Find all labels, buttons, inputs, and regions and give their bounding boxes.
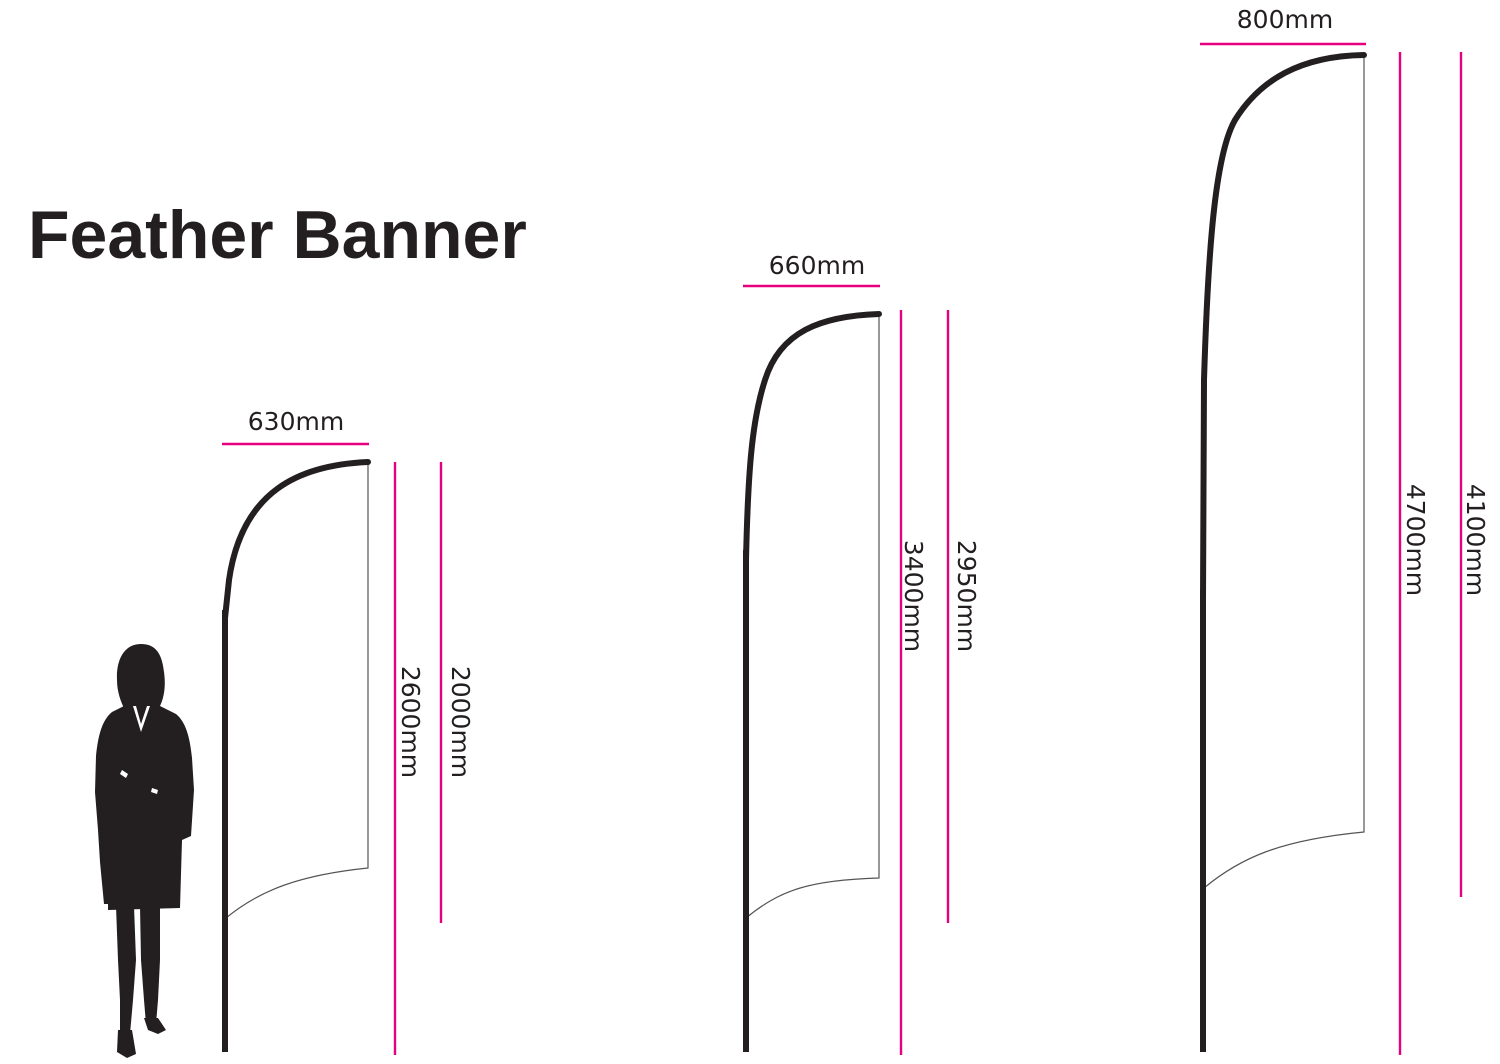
banner-medium-width-label: 660mm [769,251,865,280]
banner-large-flag-height-label: 4100mm [1461,484,1490,596]
banner-large-width-label: 800mm [1237,5,1333,34]
banner-large-flag [1203,55,1365,889]
banner-small-flag-edge [222,459,371,621]
banner-small: 630mm 2600mm 2000mm [222,407,475,1055]
banner-medium-flag-edge [743,311,882,563]
banner-small-total-height-label: 2600mm [396,666,425,778]
page-title: Feather Banner [28,197,527,273]
banner-large-total-height-label: 4700mm [1401,484,1430,596]
banner-small-flag-height-label: 2000mm [446,666,475,778]
banner-small-flag [225,462,369,919]
banner-medium-total-height-label: 3400mm [899,540,928,652]
banner-large-flag-edge [1200,52,1367,603]
woman-silhouette-icon [95,644,194,1058]
banner-medium: 660mm 3400mm 2950mm [743,251,981,1055]
banner-medium-flag [745,314,880,919]
banner-small-width-label: 630mm [248,407,344,436]
banner-large: 800mm 4700mm 4100mm [1200,5,1490,1055]
banner-medium-flag-height-label: 2950mm [952,540,981,652]
